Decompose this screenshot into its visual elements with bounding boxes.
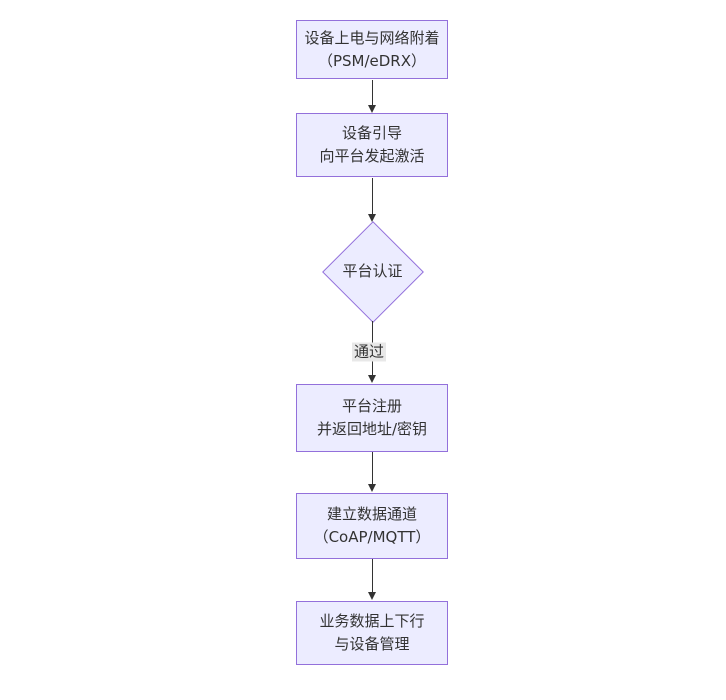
- flow-node-bootstrap: 设备引导 向平台发起激活: [296, 113, 448, 177]
- arrowhead-icon: [368, 592, 376, 600]
- arrow-line: [372, 452, 373, 485]
- arrowhead-icon: [368, 105, 376, 113]
- edge-label-pass: 通过: [351, 342, 387, 362]
- flow-node-business-data: 业务数据上下行 与设备管理: [296, 601, 448, 665]
- arrowhead-icon: [368, 214, 376, 222]
- node-text-line: 设备引导: [341, 124, 402, 142]
- node-text-line: 平台注册: [341, 397, 402, 415]
- flow-arrow-5: [368, 559, 377, 600]
- node-text-line: 建立数据通道: [326, 505, 417, 523]
- arrowhead-icon: [368, 375, 376, 383]
- decision-platform-auth-label: 平台认证: [342, 262, 403, 280]
- node-text-line: （CoAP/MQTT）: [313, 528, 431, 546]
- arrow-line: [372, 178, 373, 215]
- flow-arrow-4: [368, 452, 377, 492]
- flow-node-data-channel: 建立数据通道 （CoAP/MQTT）: [296, 493, 448, 559]
- arrow-line: [372, 559, 373, 593]
- flow-node-power-attach: 设备上电与网络附着 （PSM/eDRX）: [296, 20, 448, 79]
- arrow-line: [372, 80, 373, 106]
- node-text-line: 业务数据上下行: [319, 612, 425, 630]
- node-text-line: 设备上电与网络附着: [304, 28, 440, 47]
- flow-arrow-1: [368, 80, 377, 113]
- node-text-line: （PSM/eDRX）: [317, 51, 427, 70]
- node-text-line: 并返回地址/密钥: [316, 420, 428, 438]
- node-text-line: 向平台发起激活: [319, 147, 425, 165]
- arrowhead-icon: [368, 484, 376, 492]
- flow-node-register: 平台注册 并返回地址/密钥: [296, 384, 448, 452]
- flow-arrow-2: [368, 178, 377, 222]
- node-text-line: 与设备管理: [334, 635, 410, 653]
